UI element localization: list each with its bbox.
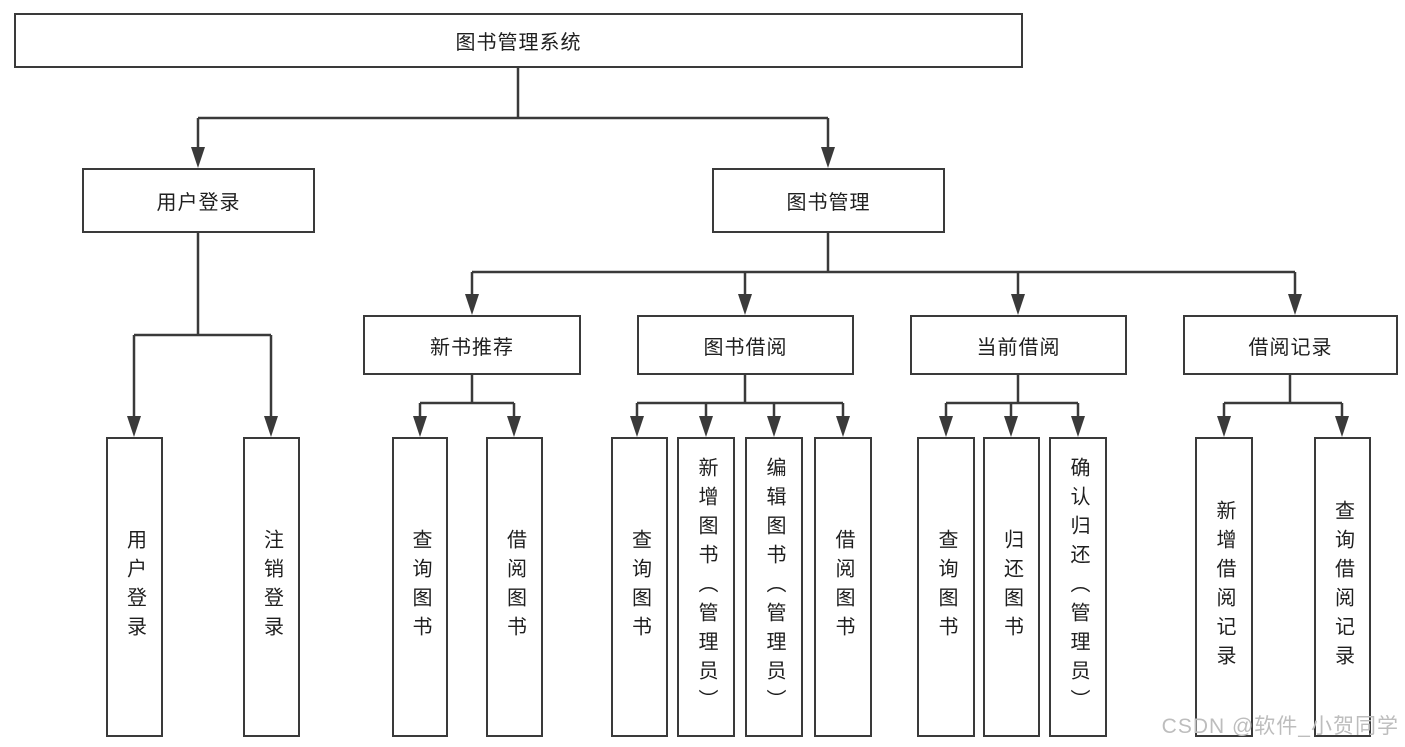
leaf-query-books-borrowing: 查询图书 xyxy=(611,437,668,737)
watermark: CSDN @软件_小贺同学 xyxy=(1161,715,1399,738)
leaf-label: 借阅图书 xyxy=(503,529,526,645)
leaf-query-borrow-record: 查询借阅记录 xyxy=(1314,437,1371,737)
leaf-label: 新增借阅记录 xyxy=(1213,500,1235,674)
leaf-label: 查询图书 xyxy=(409,529,431,645)
leaf-label: 用户登录 xyxy=(123,529,146,645)
node-library-system: 图书管理系统 xyxy=(14,13,1023,68)
node-book-borrowing: 图书借阅 xyxy=(637,315,854,375)
leaf-return-books: 归还图书 xyxy=(983,437,1040,737)
leaf-logout: 注销登录 xyxy=(243,437,300,737)
leaf-query-books-recommend: 查询图书 xyxy=(392,437,448,737)
leaf-query-books-current: 查询图书 xyxy=(917,437,975,737)
leaf-label: 查询图书 xyxy=(935,529,957,645)
leaf-label: 归还图书 xyxy=(1000,529,1023,645)
node-current-borrowing: 当前借阅 xyxy=(910,315,1127,375)
leaf-label: 新增图书（管理员） xyxy=(695,456,717,718)
leaf-edit-books-admin: 编辑图书（管理员） xyxy=(745,437,803,737)
leaf-label: 编辑图书（管理员） xyxy=(763,456,785,718)
leaf-label: 注销登录 xyxy=(260,529,283,645)
node-borrowing-records: 借阅记录 xyxy=(1183,315,1398,375)
node-user-login: 用户登录 xyxy=(82,168,315,233)
leaf-user-login: 用户登录 xyxy=(106,437,163,737)
leaf-label: 确认归还（管理员） xyxy=(1067,456,1089,718)
leaf-add-borrow-record: 新增借阅记录 xyxy=(1195,437,1253,737)
leaf-add-books-admin: 新增图书（管理员） xyxy=(677,437,735,737)
node-book-management: 图书管理 xyxy=(712,168,945,233)
node-new-book-recommendation: 新书推荐 xyxy=(363,315,581,375)
leaf-label: 查询借阅记录 xyxy=(1331,500,1354,674)
leaf-borrow-books-borrowing: 借阅图书 xyxy=(814,437,872,737)
leaf-confirm-return-admin: 确认归还（管理员） xyxy=(1049,437,1107,737)
leaf-borrow-books-recommend: 借阅图书 xyxy=(486,437,543,737)
leaf-label: 查询图书 xyxy=(628,529,651,645)
leaf-label: 借阅图书 xyxy=(832,529,854,645)
